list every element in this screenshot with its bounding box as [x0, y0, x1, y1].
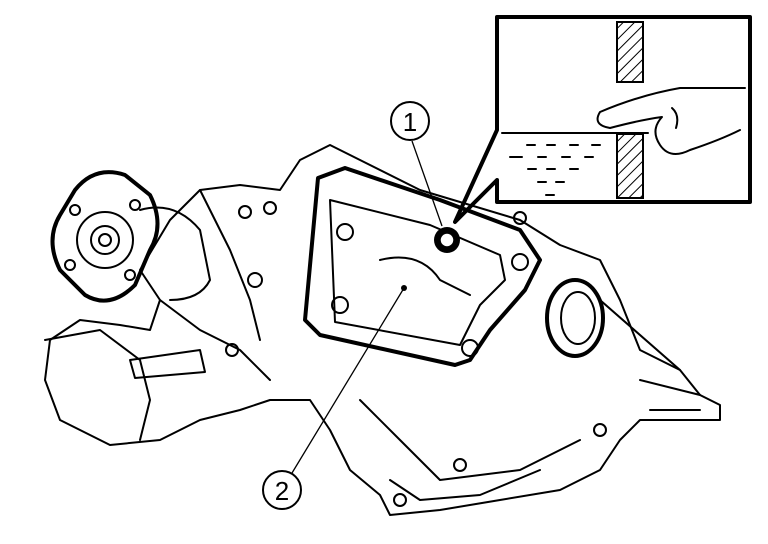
callout-1: 1	[390, 101, 443, 227]
callout-2-label: 2	[275, 476, 289, 506]
finger-icon	[596, 87, 746, 155]
housing-body	[44, 144, 721, 516]
oil-surface-dashes	[509, 144, 601, 196]
filler-plug	[434, 227, 460, 253]
cover-plate	[303, 166, 542, 367]
oil-level-inset	[453, 15, 752, 224]
bolts	[225, 201, 607, 507]
callout-1-label: 1	[403, 107, 417, 137]
callout-2: 2	[262, 285, 407, 510]
oil-seal	[545, 278, 605, 358]
companion-flange	[50, 170, 211, 303]
